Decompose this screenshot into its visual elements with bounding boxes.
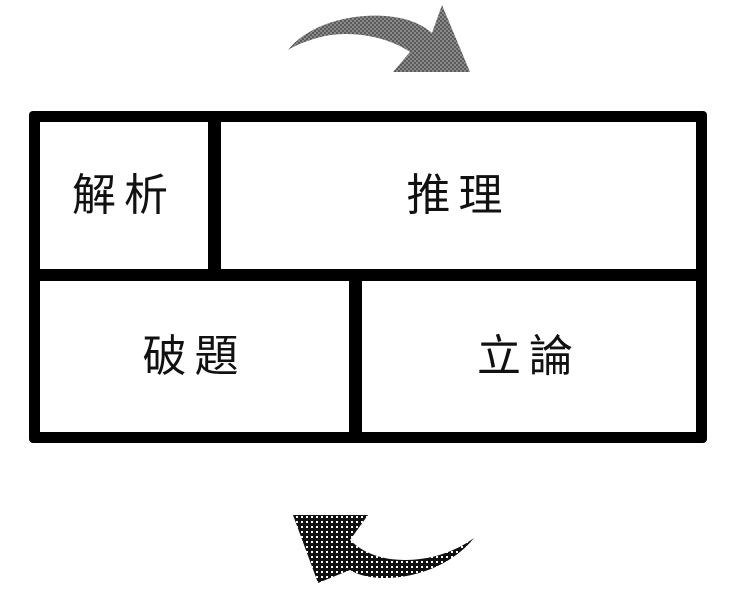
cell-reasoning-label: 推理 bbox=[406, 169, 511, 221]
cell-breaking: 破題 bbox=[40, 281, 349, 432]
cell-analysis: 解析 bbox=[40, 122, 208, 269]
cell-reasoning: 推理 bbox=[221, 122, 696, 269]
cell-argument-label: 立論 bbox=[477, 330, 581, 382]
cell-breaking-label: 破題 bbox=[142, 330, 247, 382]
cell-argument: 立論 bbox=[362, 281, 696, 432]
cell-analysis-label: 解析 bbox=[72, 169, 176, 221]
bottom-curved-arrow-icon bbox=[293, 515, 474, 583]
diagram-frame: 解析 推理 破題 立論 bbox=[29, 111, 707, 443]
top-curved-arrow-icon bbox=[288, 5, 470, 72]
